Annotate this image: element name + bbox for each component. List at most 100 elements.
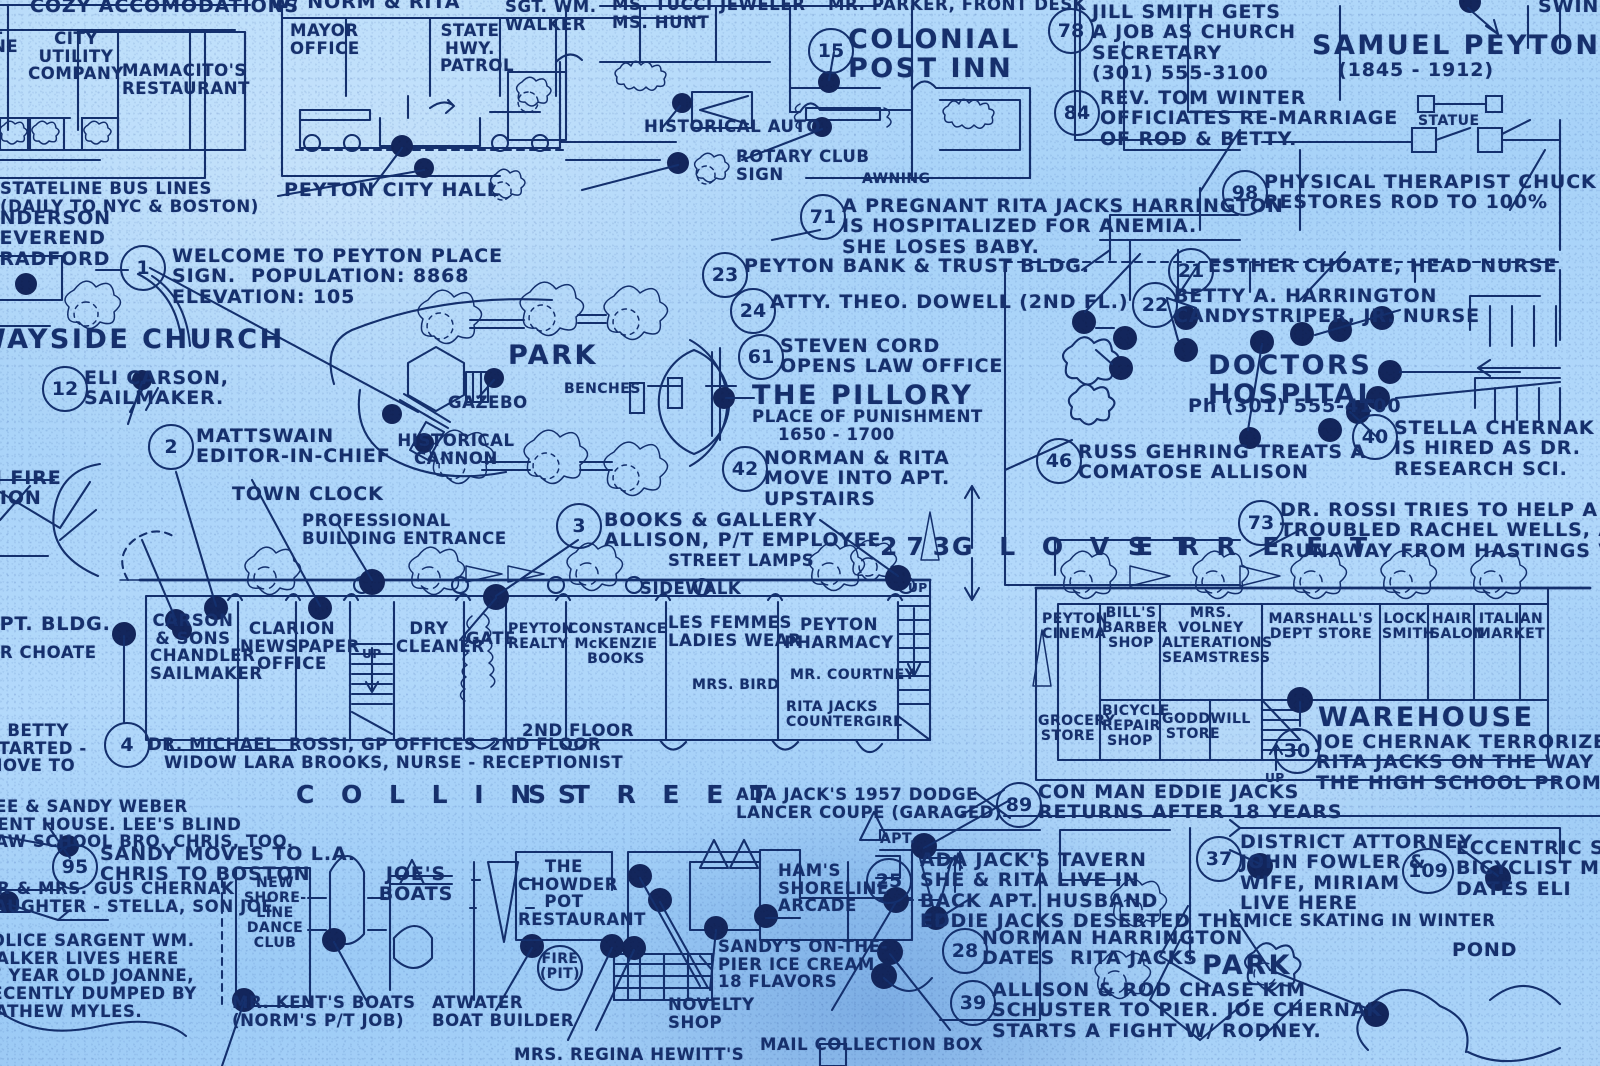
label-warehouse: WAREHOUSE (1318, 702, 1535, 733)
storefront-bills-barber: BILL'S BARBER SHOP (1102, 605, 1169, 651)
note-bullet-89[interactable]: 89 (996, 782, 1042, 828)
note-text-98: PHYSICAL THERAPIST CHUCK RESTORES ROD TO… (1264, 171, 1597, 214)
storefront-italian-market: ITALIAN MARKET (1476, 611, 1546, 642)
note-text-3: BOOKS & GALLERY ALLISON, P/T EMPLOYEE (604, 509, 882, 552)
note-text-61: STEVEN CORD OPENS LAW OFFICE (780, 335, 1004, 378)
cozy-accommodations-block (0, 5, 250, 178)
storefront-marshalls-dept: MARSHALL'S DEPT STORE (1268, 611, 1374, 642)
note-text-30: JOE CHERNAK TERRORIZES RITA JACKS ON THE… (1316, 731, 1600, 794)
note-bullet-78[interactable]: 78 (1048, 8, 1094, 54)
label-mr-courtney: MR. COURTNEY (790, 667, 916, 683)
note-bullet-28[interactable]: 28 (942, 928, 988, 974)
note-bullet-23[interactable]: 23 (702, 252, 748, 298)
storefront-grocery-store: GROCERY STORE (1038, 713, 1116, 744)
note-bullet-24[interactable]: 24 (730, 288, 776, 334)
note-text-78: JILL SMITH GETS A JOB AS CHURCH SECRETAR… (1092, 1, 1296, 84)
label-mr-kents-boats: MR. KENT'S BOATS (NORM'S P/T JOB) (232, 993, 416, 1030)
note-bullet-3[interactable]: 3 (556, 503, 602, 549)
note-bullet-22[interactable]: 22 (1132, 282, 1178, 328)
label-state-hwy-patrol: STATE HWY. PATROL (440, 21, 515, 76)
colonial-post-inn-block (790, 6, 1080, 180)
note-bullet-71[interactable]: 71 (800, 194, 846, 240)
storefront-bicycle-repair: BICYCLE REPAIR SHOP (1102, 703, 1170, 749)
note-bullet-109[interactable]: 109 (1402, 848, 1454, 894)
label-up-stairs-1: UP (362, 647, 382, 661)
label-mrs-regina-hewitt: MRS. REGINA HEWITT'S (514, 1045, 745, 1064)
storefront-clarion-newspaper: CLARION NEWSPAPER OFFICE (240, 619, 360, 674)
note-bullet-84[interactable]: 84 (1054, 90, 1100, 136)
note-bullet-46[interactable]: 46 (1036, 438, 1082, 484)
storefront-locksmith: LOCK SMITH (1382, 611, 1435, 642)
note-bullet-25[interactable]: 25 (866, 858, 912, 904)
note-bullet-98[interactable]: 98 (1222, 170, 1268, 216)
label-street-lamps: STREET LAMPS (668, 551, 815, 570)
note-text-73: DR. ROSSI TRIES TO HELP A TROUBLED RACHE… (1280, 499, 1600, 562)
label-mrs-bird: MRS. BIRD (692, 677, 780, 693)
storefront-dry-cleaner: DRY CLEANER (396, 619, 485, 656)
note-text-21: ESTHER CHOATE, HEAD NURSE (1208, 255, 1558, 277)
note-bullet-42[interactable]: 42 (722, 446, 768, 492)
label-new-shoreline-dance-club: NEW SHORE- LINE DANCE CLUB (244, 875, 307, 951)
note-bullet-4[interactable]: 4 (104, 722, 150, 768)
note-text-1: WELCOME TO PEYTON PLACE SIGN. POPULATION… (172, 245, 504, 308)
label-ms-tucci-hunt: MS. TUCCI MS. HUNT (612, 0, 713, 32)
label-chowder-pot: THE CHOWDER POT RESTAURANT (518, 857, 647, 929)
storefront-goodwill-store: GODDWILL STORE (1162, 711, 1251, 742)
peyton-city-hall-block (278, 6, 700, 200)
note-text-12: ELI CARSON, SAILMAKER. (84, 367, 229, 410)
label-the-pillory: THE PILLORY (752, 380, 974, 411)
label-collins-street-suffix: S T R E E T (528, 780, 777, 809)
label-park: PARK (508, 340, 598, 371)
note-bullet-12[interactable]: 12 (42, 366, 88, 412)
note-bullet-39[interactable]: 39 (950, 980, 996, 1026)
storefront-peyton-pharmacy: PEYTON PHARMACY (784, 615, 894, 652)
label-town-clock: TOWN CLOCK (232, 483, 384, 505)
note-text-24: ATTY. THEO. DOWELL (2ND FL.) (770, 291, 1129, 313)
label-apt: APT. (880, 831, 916, 847)
label-gazebo: GAZEBO (448, 393, 528, 412)
label-hospital-phone: Ph (301) 555-4100 (1188, 395, 1402, 417)
storefront-peyton-cinema: PEYTON CINEMA (1042, 611, 1108, 642)
note-bullet-2[interactable]: 2 (148, 424, 194, 470)
label-samuel-peyton-dates: (1845 - 1912) (1338, 59, 1494, 81)
storefront-gate: GATE (466, 629, 516, 648)
label-colonial-post-inn: COLONIAL POST INN (848, 24, 1021, 84)
label-atwater-boat-builder: ATWATER BOAT BUILDER (432, 993, 575, 1030)
label-apt-bldg: APT. BLDG. (0, 613, 111, 635)
label-police-sargent-walker: POLICE SARGENT WM. WALKER LIVES HERE 17 … (0, 931, 197, 1021)
note-text-109: ECCENTRIC SE BICYCLIST M DATES ELI (1456, 837, 1600, 900)
note-text-25: ADA JACK'S TAVERN SHE & RITA LIVE IN BAC… (920, 849, 1263, 932)
label-professional-building-entrance: PROFESSIONAL BUILDING ENTRANCE (302, 511, 507, 548)
label-2nd-floor: 2ND FLOOR (522, 721, 635, 740)
note-bullet-61[interactable]: 61 (738, 334, 784, 380)
note-bullet-73[interactable]: 73 (1238, 500, 1284, 546)
label-historical-auto: HISTORICAL AUTO (644, 117, 822, 136)
note-text-95: SANDY MOVES TO L.A. CHRIS TO BOSTON (100, 843, 357, 886)
note-bullet-95[interactable]: 95 (52, 844, 98, 890)
label-up-stairs-3: UP (1265, 771, 1285, 785)
label-rossi-nurse-receptionist: WIDOW LARA BROOKS, NURSE - RECEPTIONIST (164, 753, 624, 772)
note-bullet-1[interactable]: 1 (120, 245, 166, 291)
note-text-2: MATTSWAIN EDITOR-IN-CHIEF (196, 425, 391, 468)
top-shops-block (0, 6, 891, 190)
note-text-39: ALLISON & ROD CHASE KIM SCHUSTER TO PIER… (992, 979, 1383, 1042)
label-her-choate: ER CHOATE (0, 643, 97, 662)
label-stateline-bus-lines: STATELINE BUS LINES (DAILY TO NYC & BOST… (0, 179, 259, 216)
label-cozy-accommodations: COZY ACCOMODATIONS (30, 0, 300, 17)
note-bullet-21[interactable]: 21 (1168, 248, 1214, 294)
label-jeweler: JEWELER (720, 0, 806, 14)
storefront-constance-mckenzie-books: CONSTANCE McKENZIE BOOKS (568, 621, 667, 667)
note-text-37: DISTRICT ATTORNEY JOHN FOWLER & WIFE, MI… (1240, 831, 1474, 914)
label-glover-street-number: 273 (880, 532, 960, 561)
note-bullet-15[interactable]: 15 (808, 28, 854, 74)
label-statue: STATUE (1418, 113, 1480, 129)
note-bullet-30[interactable]: 30 (1274, 728, 1320, 774)
note-bullet-37[interactable]: 37 (1196, 836, 1242, 882)
label-glover-street-suffix: S T R E E T (1128, 532, 1377, 561)
label-mail-collection-box: MAIL COLLECTION BOX (760, 1035, 984, 1054)
town-park (331, 282, 754, 495)
note-text-23: PEYTON BANK & TRUST BLDG. (744, 255, 1090, 277)
note-bullet-40[interactable]: 40 (1352, 414, 1398, 460)
